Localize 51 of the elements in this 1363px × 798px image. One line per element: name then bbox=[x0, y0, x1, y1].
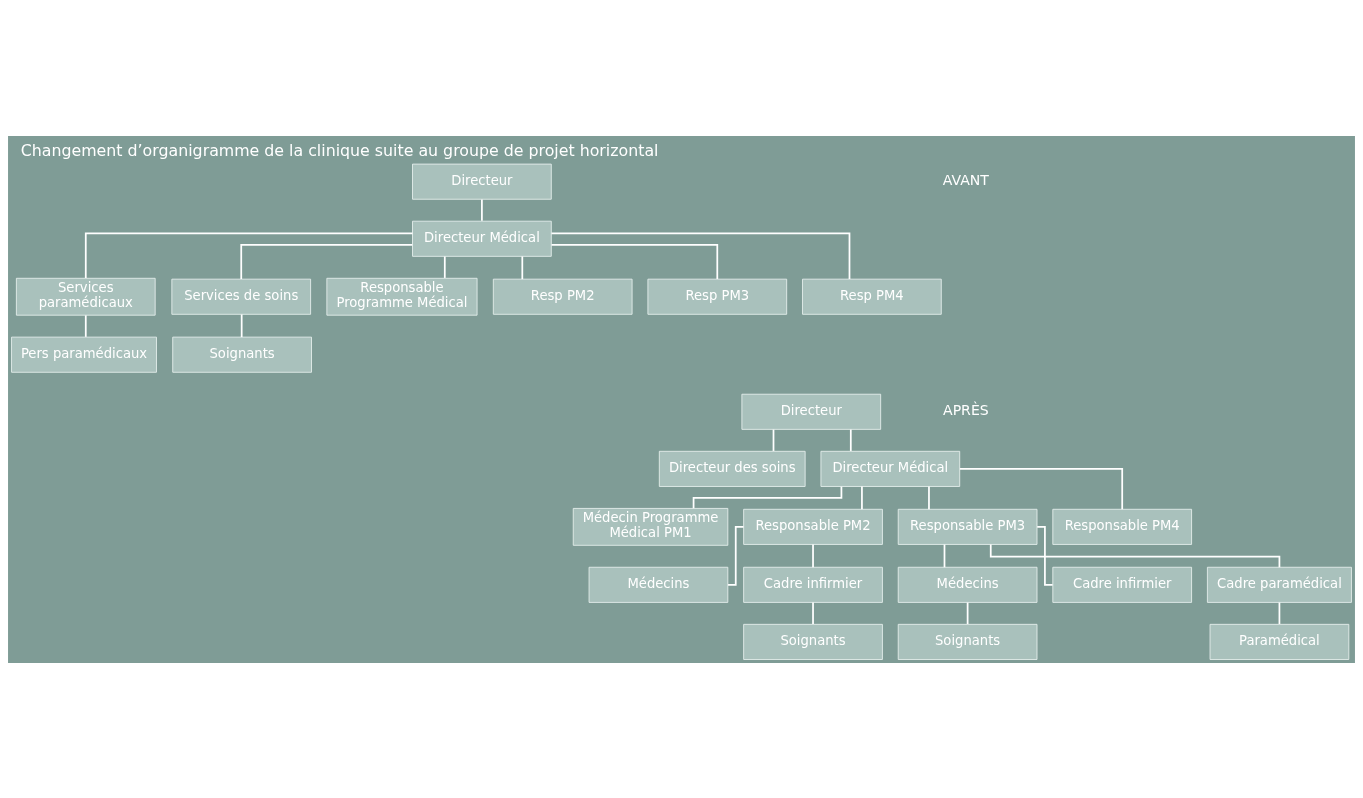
node-box: Soignants bbox=[897, 623, 1038, 660]
node-box: Services de soins bbox=[171, 278, 312, 315]
connector bbox=[1036, 525, 1054, 586]
connector bbox=[849, 428, 852, 452]
node-box: Cadre paramédical bbox=[1206, 566, 1352, 603]
node-box: Directeur Médical bbox=[412, 220, 552, 257]
connector bbox=[812, 601, 814, 625]
node-box: Responsable PM4 bbox=[1052, 508, 1193, 545]
connector bbox=[481, 198, 483, 222]
node-box: Paramédical bbox=[1209, 623, 1350, 660]
node-box: Directeur bbox=[741, 393, 882, 430]
node-box: Médecin Programme Médical PM1 bbox=[572, 507, 729, 546]
node-box: Responsable PM3 bbox=[897, 508, 1038, 545]
connector bbox=[550, 232, 851, 280]
node-box: Resp PM2 bbox=[492, 278, 633, 315]
node-box: Directeur Médical bbox=[820, 450, 961, 487]
node-box: Cadre infirmier bbox=[1052, 566, 1193, 603]
connector bbox=[928, 485, 930, 510]
connector bbox=[550, 243, 719, 280]
label: APRÈS bbox=[943, 401, 989, 418]
connector bbox=[84, 232, 414, 279]
node-box: Responsable PM2 bbox=[743, 508, 883, 545]
node-box: Resp PM3 bbox=[647, 278, 788, 315]
connector bbox=[443, 255, 446, 279]
connector bbox=[240, 243, 414, 280]
node-box: Soignants bbox=[743, 623, 883, 660]
connector bbox=[727, 525, 745, 586]
node-box: Cadre infirmier bbox=[743, 566, 883, 603]
node-box: Directeur des soins bbox=[658, 450, 806, 487]
diagram-title: Changement d’organigramme de la clinique suite au groupe de projet horizontal bbox=[20, 140, 659, 160]
connector bbox=[772, 428, 775, 452]
node-box: Médecins bbox=[897, 566, 1038, 603]
connector bbox=[1278, 601, 1281, 625]
node-box: Resp PM4 bbox=[802, 278, 942, 315]
node-box: Responsable Programme Médical bbox=[326, 277, 478, 316]
connector bbox=[812, 543, 814, 568]
node-box: Pers paramédicaux bbox=[11, 336, 157, 373]
connector bbox=[989, 543, 1281, 568]
node-box: Services paramédicaux bbox=[15, 277, 156, 316]
connector bbox=[959, 467, 1124, 510]
label: AVANT bbox=[942, 171, 989, 188]
node-box: Médecins bbox=[588, 566, 729, 603]
node-box: Directeur bbox=[412, 163, 552, 200]
node-box: Soignants bbox=[172, 336, 312, 373]
connector bbox=[943, 543, 946, 568]
connector bbox=[861, 485, 863, 510]
connector bbox=[240, 313, 243, 338]
connector bbox=[521, 255, 524, 280]
connector bbox=[84, 314, 87, 338]
connector bbox=[966, 601, 969, 625]
connector bbox=[692, 485, 843, 509]
